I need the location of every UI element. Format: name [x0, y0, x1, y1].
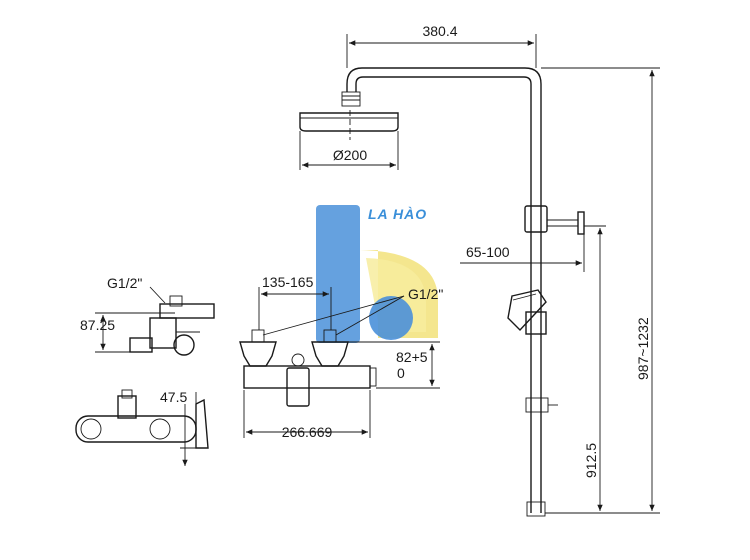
- dimension-arm-length: 380.4: [346, 23, 537, 68]
- dimension-total-height: 987~1232: [541, 67, 660, 514]
- dimension-handset-height: 912.5: [583, 225, 606, 511]
- label-adjust-top: 82+5: [396, 349, 428, 365]
- label-outlet-offset: 47.5: [160, 389, 187, 405]
- label-body-width: 266.669: [282, 424, 333, 440]
- dimension-handset-offset: 65-100: [460, 234, 585, 272]
- label-thread-right: G1/2": [408, 286, 443, 302]
- label-center-spacing: 135-165: [262, 274, 314, 290]
- rain-shower-column: [299, 67, 585, 517]
- label-head-diameter: Ø200: [333, 147, 367, 163]
- brand-logo: LA HÀO: [316, 205, 438, 343]
- label-handset-offset: 65-100: [466, 244, 510, 260]
- mixer-side-view: G1/2" 87.25 47.5: [75, 275, 215, 466]
- label-total-height: 987~1232: [635, 317, 651, 380]
- label-arm-length: 380.4: [422, 23, 457, 39]
- dimension-head-diameter: Ø200: [299, 131, 399, 170]
- label-side-height: 87.25: [80, 317, 115, 333]
- mixer-front-view: 135-165 G1/2" 82+5 0 266.669: [239, 274, 443, 440]
- label-thread-left: G1/2": [107, 275, 142, 291]
- label-handset-height: 912.5: [583, 443, 599, 478]
- brand-name: LA HÀO: [368, 206, 427, 222]
- label-adjust-bottom: 0: [397, 365, 405, 381]
